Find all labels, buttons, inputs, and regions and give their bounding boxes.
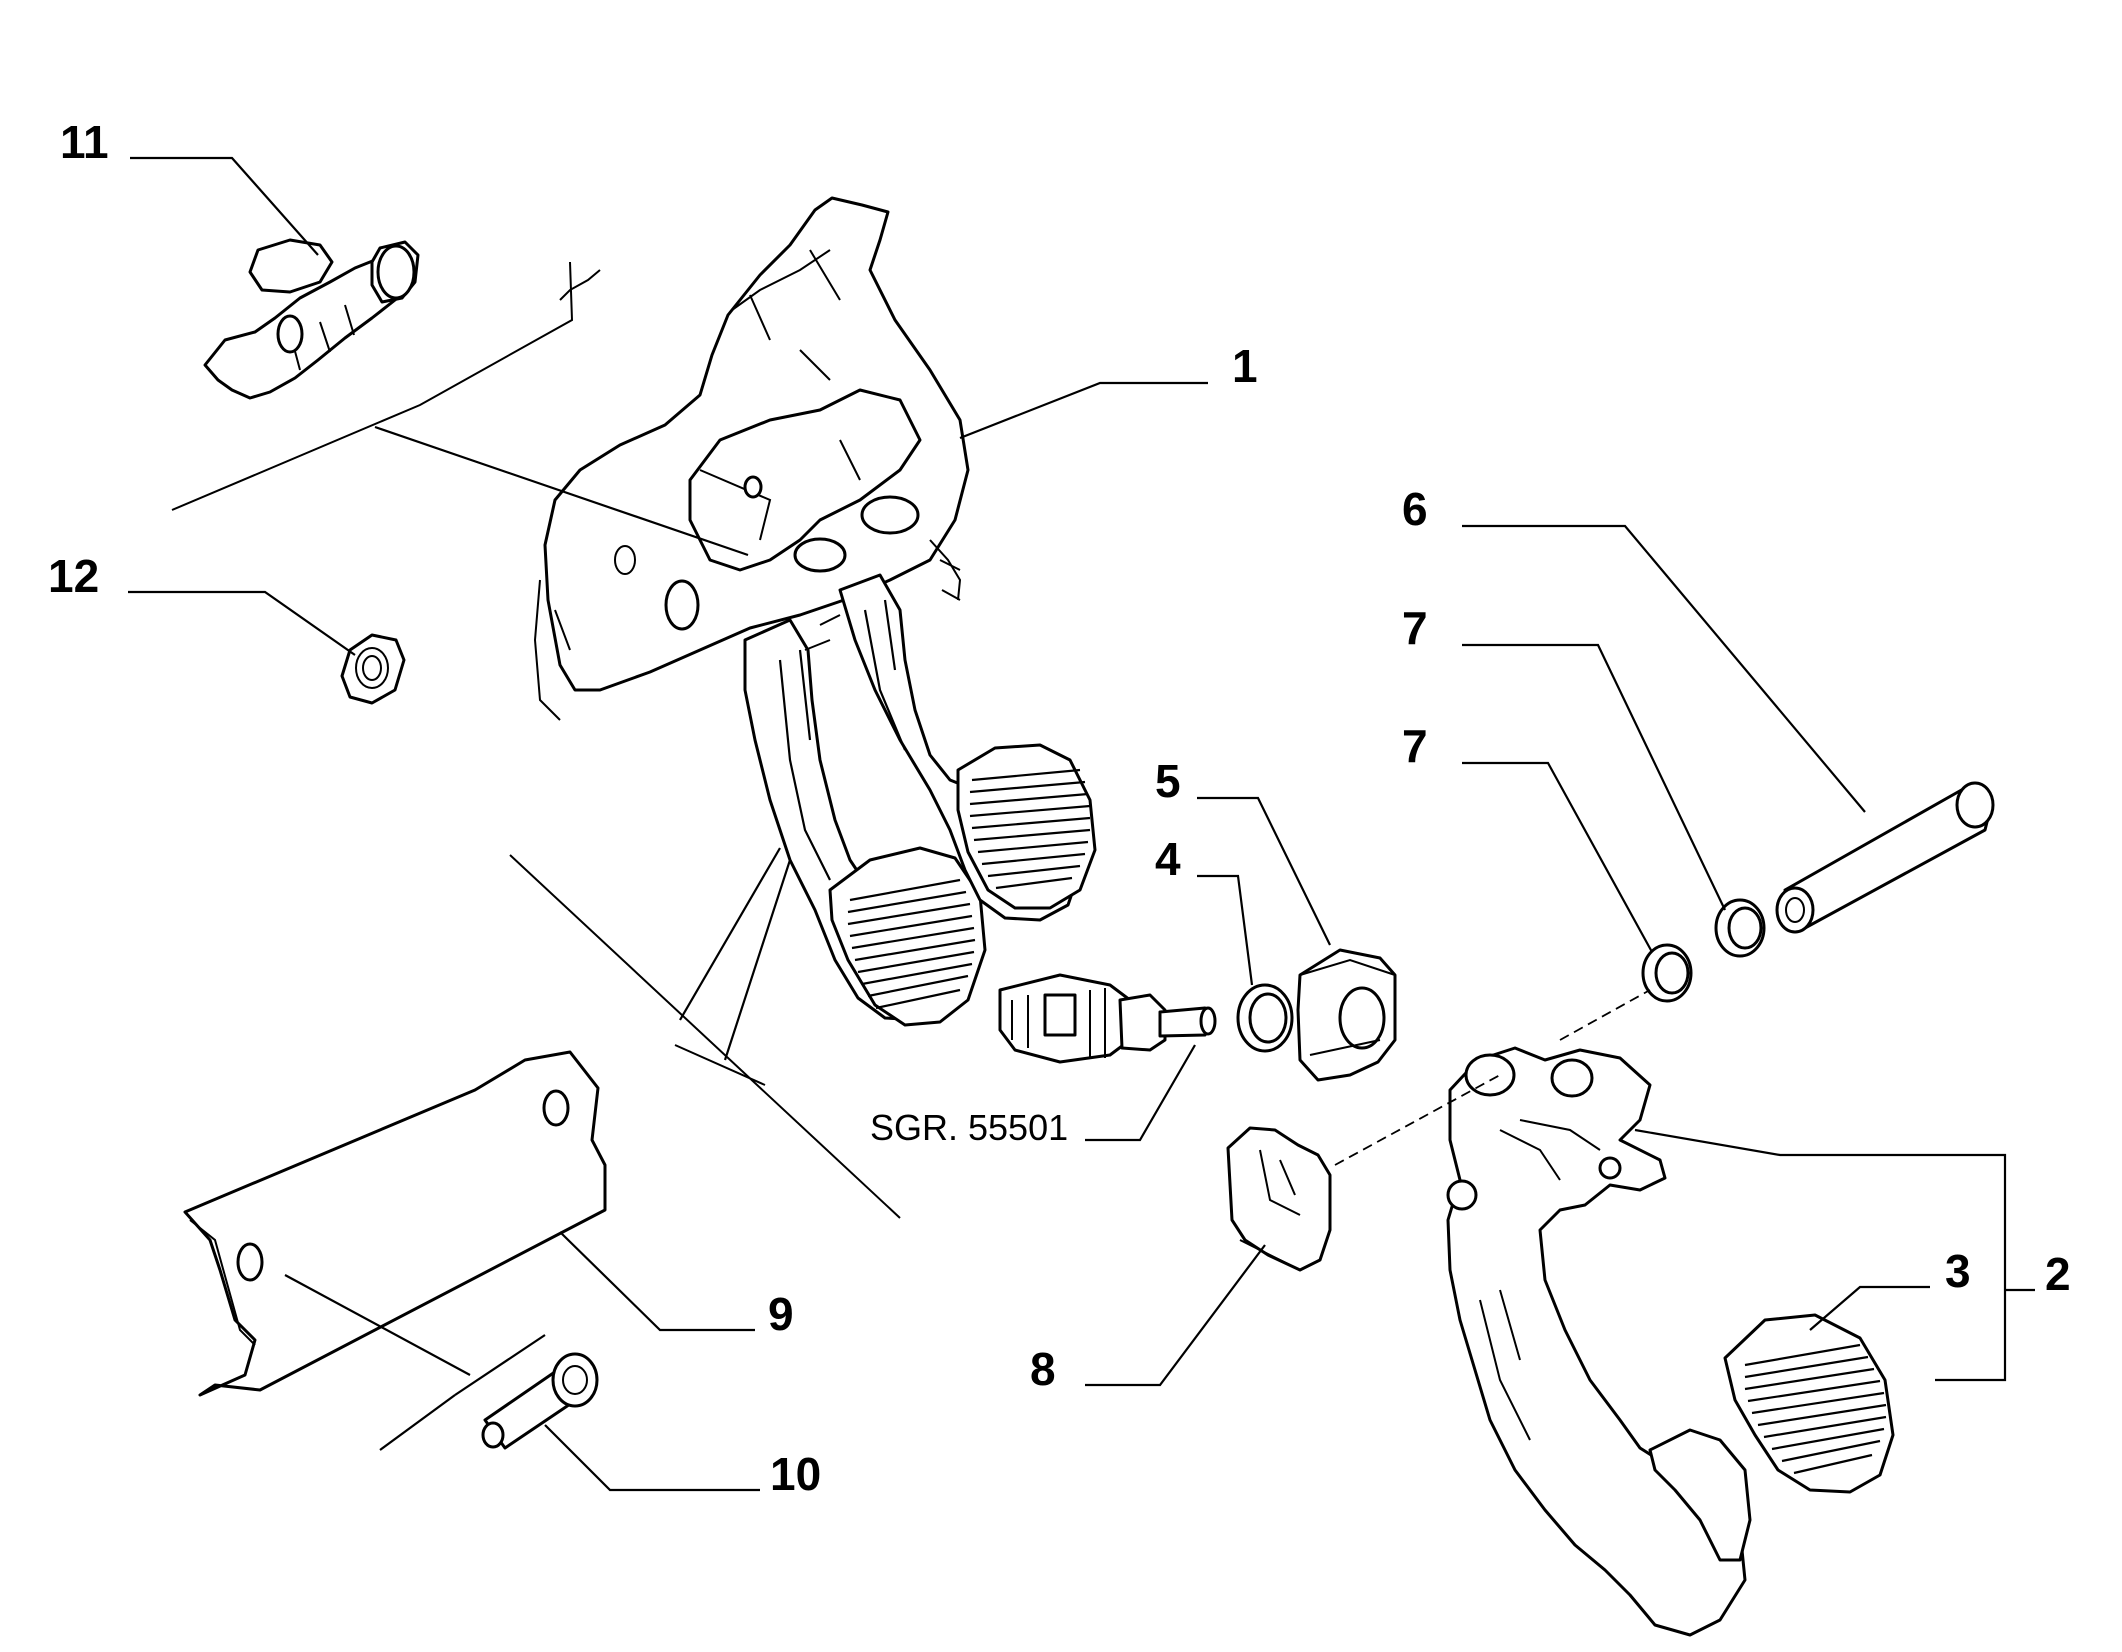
callout-10: 10 bbox=[770, 1448, 821, 1500]
callout-12: 12 bbox=[48, 550, 99, 602]
part-12-nut bbox=[340, 633, 406, 705]
part-3-pedal-pad bbox=[1723, 1313, 1895, 1494]
part-2-pedal-lever bbox=[1334, 989, 1752, 1637]
callout-3: 3 bbox=[1945, 1245, 1971, 1297]
clutch-pedal-pad bbox=[956, 743, 1097, 910]
brake-pedal-pad bbox=[828, 846, 987, 1027]
callout-9: 9 bbox=[768, 1288, 794, 1340]
callout-2: 2 bbox=[2045, 1248, 2071, 1300]
callout-1: 1 bbox=[1232, 340, 1258, 392]
part-10-pin bbox=[481, 1352, 599, 1450]
callout-11: 11 bbox=[60, 116, 109, 168]
part-4-bushing bbox=[1236, 983, 1294, 1053]
callout-7-lower: 7 bbox=[1402, 720, 1428, 772]
part-8-clip bbox=[1226, 1126, 1332, 1272]
reference-label: SGR. 55501 bbox=[870, 1107, 1068, 1148]
callout-7-upper: 7 bbox=[1402, 602, 1428, 654]
stop-light-switch bbox=[998, 973, 1217, 1064]
part-7-bushing-upper bbox=[1714, 898, 1766, 958]
callout-6: 6 bbox=[1402, 483, 1428, 535]
callout-8: 8 bbox=[1030, 1343, 1056, 1395]
callout-5: 5 bbox=[1155, 755, 1181, 807]
part-7-bushing-lower bbox=[1641, 943, 1693, 1003]
callout-labels: 11 12 1 6 7 7 5 4 SGR. 55501 3 2 8 9 10 bbox=[48, 116, 2071, 1500]
leader-lines bbox=[128, 156, 2035, 1492]
callout-4: 4 bbox=[1155, 833, 1181, 885]
part-11-clip bbox=[203, 238, 420, 400]
part-6-pin bbox=[1775, 781, 1995, 934]
part-1-pedal-box bbox=[171, 196, 1097, 1219]
part-5-switch-holder bbox=[1296, 948, 1397, 1082]
part-9-plate bbox=[183, 1050, 607, 1397]
